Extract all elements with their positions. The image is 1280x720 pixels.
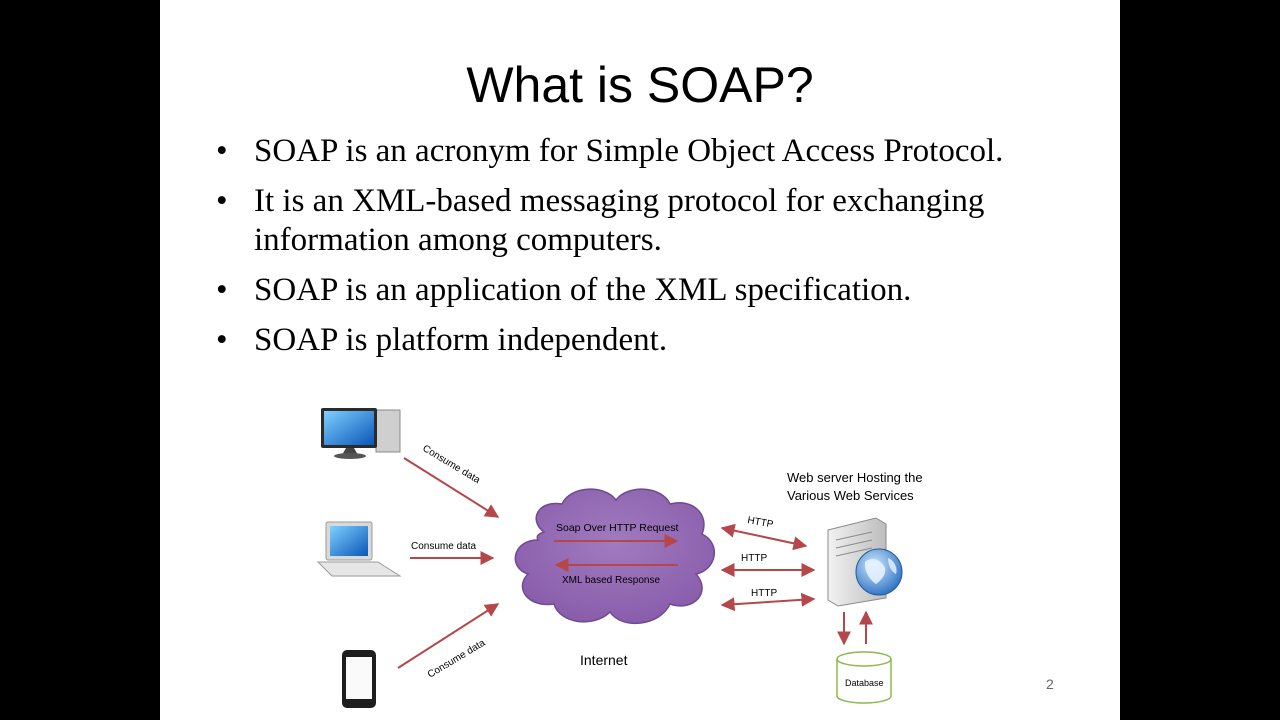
page-number: 2	[1046, 676, 1054, 692]
bullet-item: SOAP is platform independent.	[216, 321, 1076, 360]
internet-label: Internet	[580, 652, 628, 668]
globe-icon	[855, 548, 903, 596]
smartphone-icon	[342, 650, 376, 708]
internet-cloud	[514, 488, 716, 625]
cloud-request-label: Soap Over HTTP Request	[556, 522, 678, 534]
laptop-icon	[316, 521, 402, 577]
slide: What is SOAP? SOAP is an acronym for Sim…	[160, 0, 1120, 720]
soap-diagram: Consume data Consume data Consume data S…	[316, 408, 923, 708]
slide-title: What is SOAP?	[466, 57, 814, 113]
bullet-item: It is an XML-based messaging protocol fo…	[216, 182, 1076, 260]
http-label: HTTP	[741, 553, 767, 564]
http-label: HTTP	[746, 515, 774, 530]
database-icon	[836, 651, 892, 704]
http-label: HTTP	[751, 588, 777, 599]
server-label: Web server Hosting the	[787, 470, 923, 485]
server-label: Various Web Services	[787, 488, 914, 503]
bullet-item: SOAP is an acronym for Simple Object Acc…	[216, 132, 1076, 171]
desktop-computer-icon	[321, 408, 401, 459]
consume-data-label: Consume data	[420, 443, 482, 486]
arrow-http-3	[720, 592, 816, 612]
consume-data-label: Consume data	[411, 541, 476, 552]
arrow-phone-to-internet	[397, 603, 500, 669]
bullet-list: SOAP is an acronym for Simple Object Acc…	[216, 132, 1076, 371]
database-label: Database	[845, 678, 884, 688]
arrow-desktop-to-internet	[403, 457, 500, 518]
arrow-http-1	[720, 523, 808, 551]
cloud-response-label: XML based Response	[562, 575, 660, 586]
bullet-item: SOAP is an application of the XML specif…	[216, 271, 1076, 310]
